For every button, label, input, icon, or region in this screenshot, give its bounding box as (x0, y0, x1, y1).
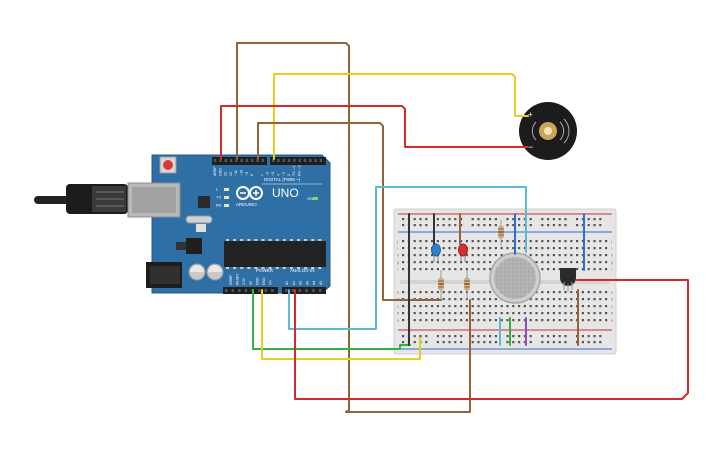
digital-header-label: DIGITAL (PWM ~) (264, 177, 301, 182)
atmega-chip (224, 241, 326, 267)
status-led-label: TX (216, 195, 221, 200)
analog-pin-label: A2 (299, 281, 303, 285)
blue-led[interactable] (431, 243, 441, 262)
digital-pin-label: RX←0 (298, 165, 302, 176)
wire-red-long[interactable] (294, 279, 689, 400)
row-letter: c (397, 304, 399, 309)
power-pin-label: RESET (236, 274, 240, 285)
power-pin-label: IOREF (229, 275, 233, 285)
digital-pin-label: 8 (250, 174, 254, 176)
row-letter: b (611, 311, 614, 316)
row-letter: b (397, 311, 400, 316)
analog-header (282, 287, 326, 294)
digital-pin-label: 7 (260, 174, 264, 176)
power-pin-label: 5V (249, 280, 253, 285)
row-letter: i (397, 246, 398, 251)
analog-pin-label: A1 (292, 281, 296, 285)
digital-header-right (270, 157, 326, 165)
row-letter: j (396, 239, 398, 244)
digital-header-left (212, 157, 267, 165)
reset-button-cap (163, 160, 173, 170)
on-led-label: ON (307, 196, 313, 201)
on-led (313, 197, 318, 200)
row-letter: h (611, 253, 613, 258)
analog-pin-label: A4 (312, 281, 316, 285)
uno-brand-label: UNO (272, 186, 299, 200)
arduino-brand-label: ARDUINO (236, 202, 257, 207)
status-led-label: L (216, 187, 219, 192)
status-leds: L TX RX (216, 187, 229, 208)
red-led[interactable] (458, 243, 468, 262)
digital-pin-label: ~10 (240, 170, 244, 176)
wire-brown-resistor[interactable] (257, 122, 442, 301)
status-led (224, 196, 229, 199)
voltage-regulator (186, 238, 202, 254)
status-led (224, 188, 229, 191)
digital-pin-label: ~5 (271, 172, 275, 176)
digital-pin-label: 12 (229, 172, 233, 176)
row-letter: j (610, 239, 612, 244)
status-led (224, 204, 229, 207)
analog-header-label: ANALOG IN (290, 268, 315, 273)
digital-pin-label: ~6 (266, 172, 270, 176)
wire-yellow-bottom[interactable] (261, 289, 421, 360)
gas-sensor[interactable] (489, 252, 541, 304)
resistor-1[interactable] (438, 270, 444, 300)
wire-yellow-buzzer[interactable] (273, 73, 529, 160)
row-letter: h (397, 253, 399, 258)
digital-pin-label: AREF (213, 166, 217, 176)
analog-pin-label: A5 (319, 281, 323, 285)
row-letter: a (611, 318, 614, 323)
digital-pin-label: ~9 (245, 172, 249, 176)
row-letter: g (397, 260, 399, 265)
row-letter: a (397, 318, 400, 323)
digital-pin-label: 4 (276, 174, 280, 176)
digital-pin-label: TX→1 (292, 166, 296, 176)
usb-chip (198, 196, 210, 208)
status-led-label: RX (216, 203, 222, 208)
analog-pin-label: A0 (285, 281, 289, 285)
buzzer-minus-label: − (528, 142, 533, 152)
digital-pin-label: GND (218, 168, 222, 176)
row-letter: i (611, 246, 612, 251)
piezo-buzzer[interactable]: + − (519, 102, 577, 160)
power-pin-label: Vin (269, 280, 273, 285)
power-header-label: POWER (256, 268, 274, 273)
small-component (196, 224, 206, 232)
wire-green[interactable] (252, 289, 411, 350)
temperature-sensor[interactable] (560, 268, 576, 292)
digital-pin-label: ~11 (234, 170, 238, 176)
arduino-logo (236, 186, 263, 200)
row-letter: f (397, 267, 399, 272)
power-pin-label: 3.3V (242, 277, 246, 285)
power-pin-label: GND (255, 277, 259, 285)
row-letter: c (611, 304, 613, 309)
row-letter: g (611, 260, 613, 265)
crystal-oscillator (185, 215, 213, 224)
analog-pin-label: A3 (305, 281, 309, 285)
buzzer-plus-label: + (528, 110, 533, 119)
digital-pin-label: ~3 (282, 172, 286, 176)
power-pin-label: GND (262, 277, 266, 285)
resistor-2[interactable] (464, 270, 470, 300)
digital-pin-label: 2 (287, 174, 291, 176)
row-letter: e (611, 290, 614, 295)
power-header (223, 287, 278, 294)
digital-pin-label: 13 (224, 172, 228, 176)
wire-red-buzzer[interactable] (220, 105, 529, 160)
wire-cyan[interactable] (288, 186, 527, 330)
row-letter: f (611, 267, 613, 272)
row-letter: e (397, 290, 400, 295)
row-letter: d (611, 297, 613, 302)
resistor-3[interactable] (498, 220, 504, 246)
wire-brown-long[interactable] (236, 42, 471, 413)
